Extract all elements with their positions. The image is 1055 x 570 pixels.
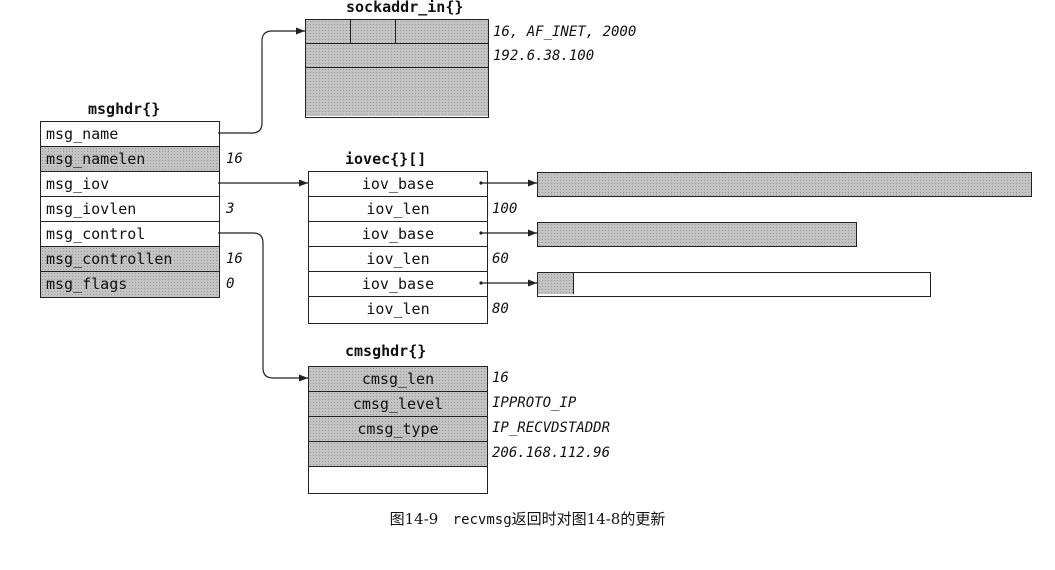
sockaddr-struct [305,19,489,118]
sockaddr-title: sockaddr_in{} [346,0,464,16]
msghdr-field-msg-iovlen: msg_iovlen [41,197,219,222]
msghdr-field-msg-controllen: msg_controllen [41,247,219,272]
cmsghdr-value-dstaddr: 206.168.112.96 [492,445,611,461]
msghdr-struct: msg_name msg_namelen msg_iov msg_iovlen … [40,121,220,298]
arrow-msg-control-to-cmsghdr [218,232,308,382]
msghdr-value-iovlen: 3 [226,201,235,217]
msghdr-title: msghdr{} [88,100,161,118]
iovec-field-base-0: iov_base [309,172,487,197]
arrow-msg-name-to-sockaddr [218,27,305,134]
msghdr-field-msg-flags: msg_flags [41,272,219,297]
caption-suffix: 返回时对图14-8的更新 [511,510,666,528]
iovec-struct: iov_base iov_len iov_base iov_len iov_ba… [308,171,488,324]
iovec-field-base-1: iov_base [309,222,487,247]
caption-code: recvmsg [452,512,512,528]
iovec-field-base-2: iov_base [309,272,487,297]
iovec-value-len-0: 100 [492,201,518,217]
caption-prefix: 图14-9 [389,510,439,528]
buffer-1 [537,172,1032,197]
figure-caption: 图14-9 recvmsg返回时对图14-8的更新 [0,508,1055,529]
iovec-field-len-0: iov_len [309,197,487,222]
msghdr-value-namelen: 16 [226,151,243,167]
msghdr-field-msg-control: msg_control [41,222,219,247]
sockaddr-value-2: 192.6.38.100 [493,48,595,64]
cmsghdr-value-len: 16 [492,370,509,386]
msghdr-field-msg-iov: msg_iov [41,172,219,197]
cmsghdr-field-type: cmsg_type [309,417,487,442]
cmsghdr-field-data [309,442,487,467]
msghdr-value-controllen: 16 [226,251,243,267]
arrow-origin-dot [479,181,483,185]
msghdr-value-flags: 0 [226,276,235,292]
cmsghdr-field-level: cmsg_level [309,392,487,417]
sockaddr-row-family-port [306,20,488,44]
sockaddr-row-zero [306,68,488,116]
buffer-3-filled [538,273,574,294]
cmsghdr-value-level: IPPROTO_IP [492,395,577,411]
iovec-field-len-2: iov_len [366,300,430,318]
sockaddr-divider [350,20,351,43]
cmsghdr-struct: cmsg_len cmsg_level cmsg_type [308,366,488,494]
msghdr-field-msg-namelen: msg_namelen [41,147,219,172]
buffer-3 [537,272,931,297]
iovec-field-len-1: iov_len [309,247,487,272]
iovec-title: iovec{}[] [345,150,427,168]
arrow-origin-dot [479,231,483,235]
sockaddr-row-addr [306,44,488,68]
arrow-origin-dot [479,281,483,285]
sockaddr-value-1: 16, AF_INET, 2000 [493,24,637,40]
msghdr-field-msg-name: msg_name [41,122,219,147]
iovec-value-len-2: 80 [492,301,509,317]
sockaddr-divider [395,20,396,43]
cmsghdr-value-type: IP_RECVDSTADDR [492,420,611,436]
cmsghdr-field-len: cmsg_len [309,367,487,392]
buffer-2 [537,222,857,247]
cmsghdr-title: cmsghdr{} [345,342,427,360]
iovec-value-len-1: 60 [492,251,509,267]
